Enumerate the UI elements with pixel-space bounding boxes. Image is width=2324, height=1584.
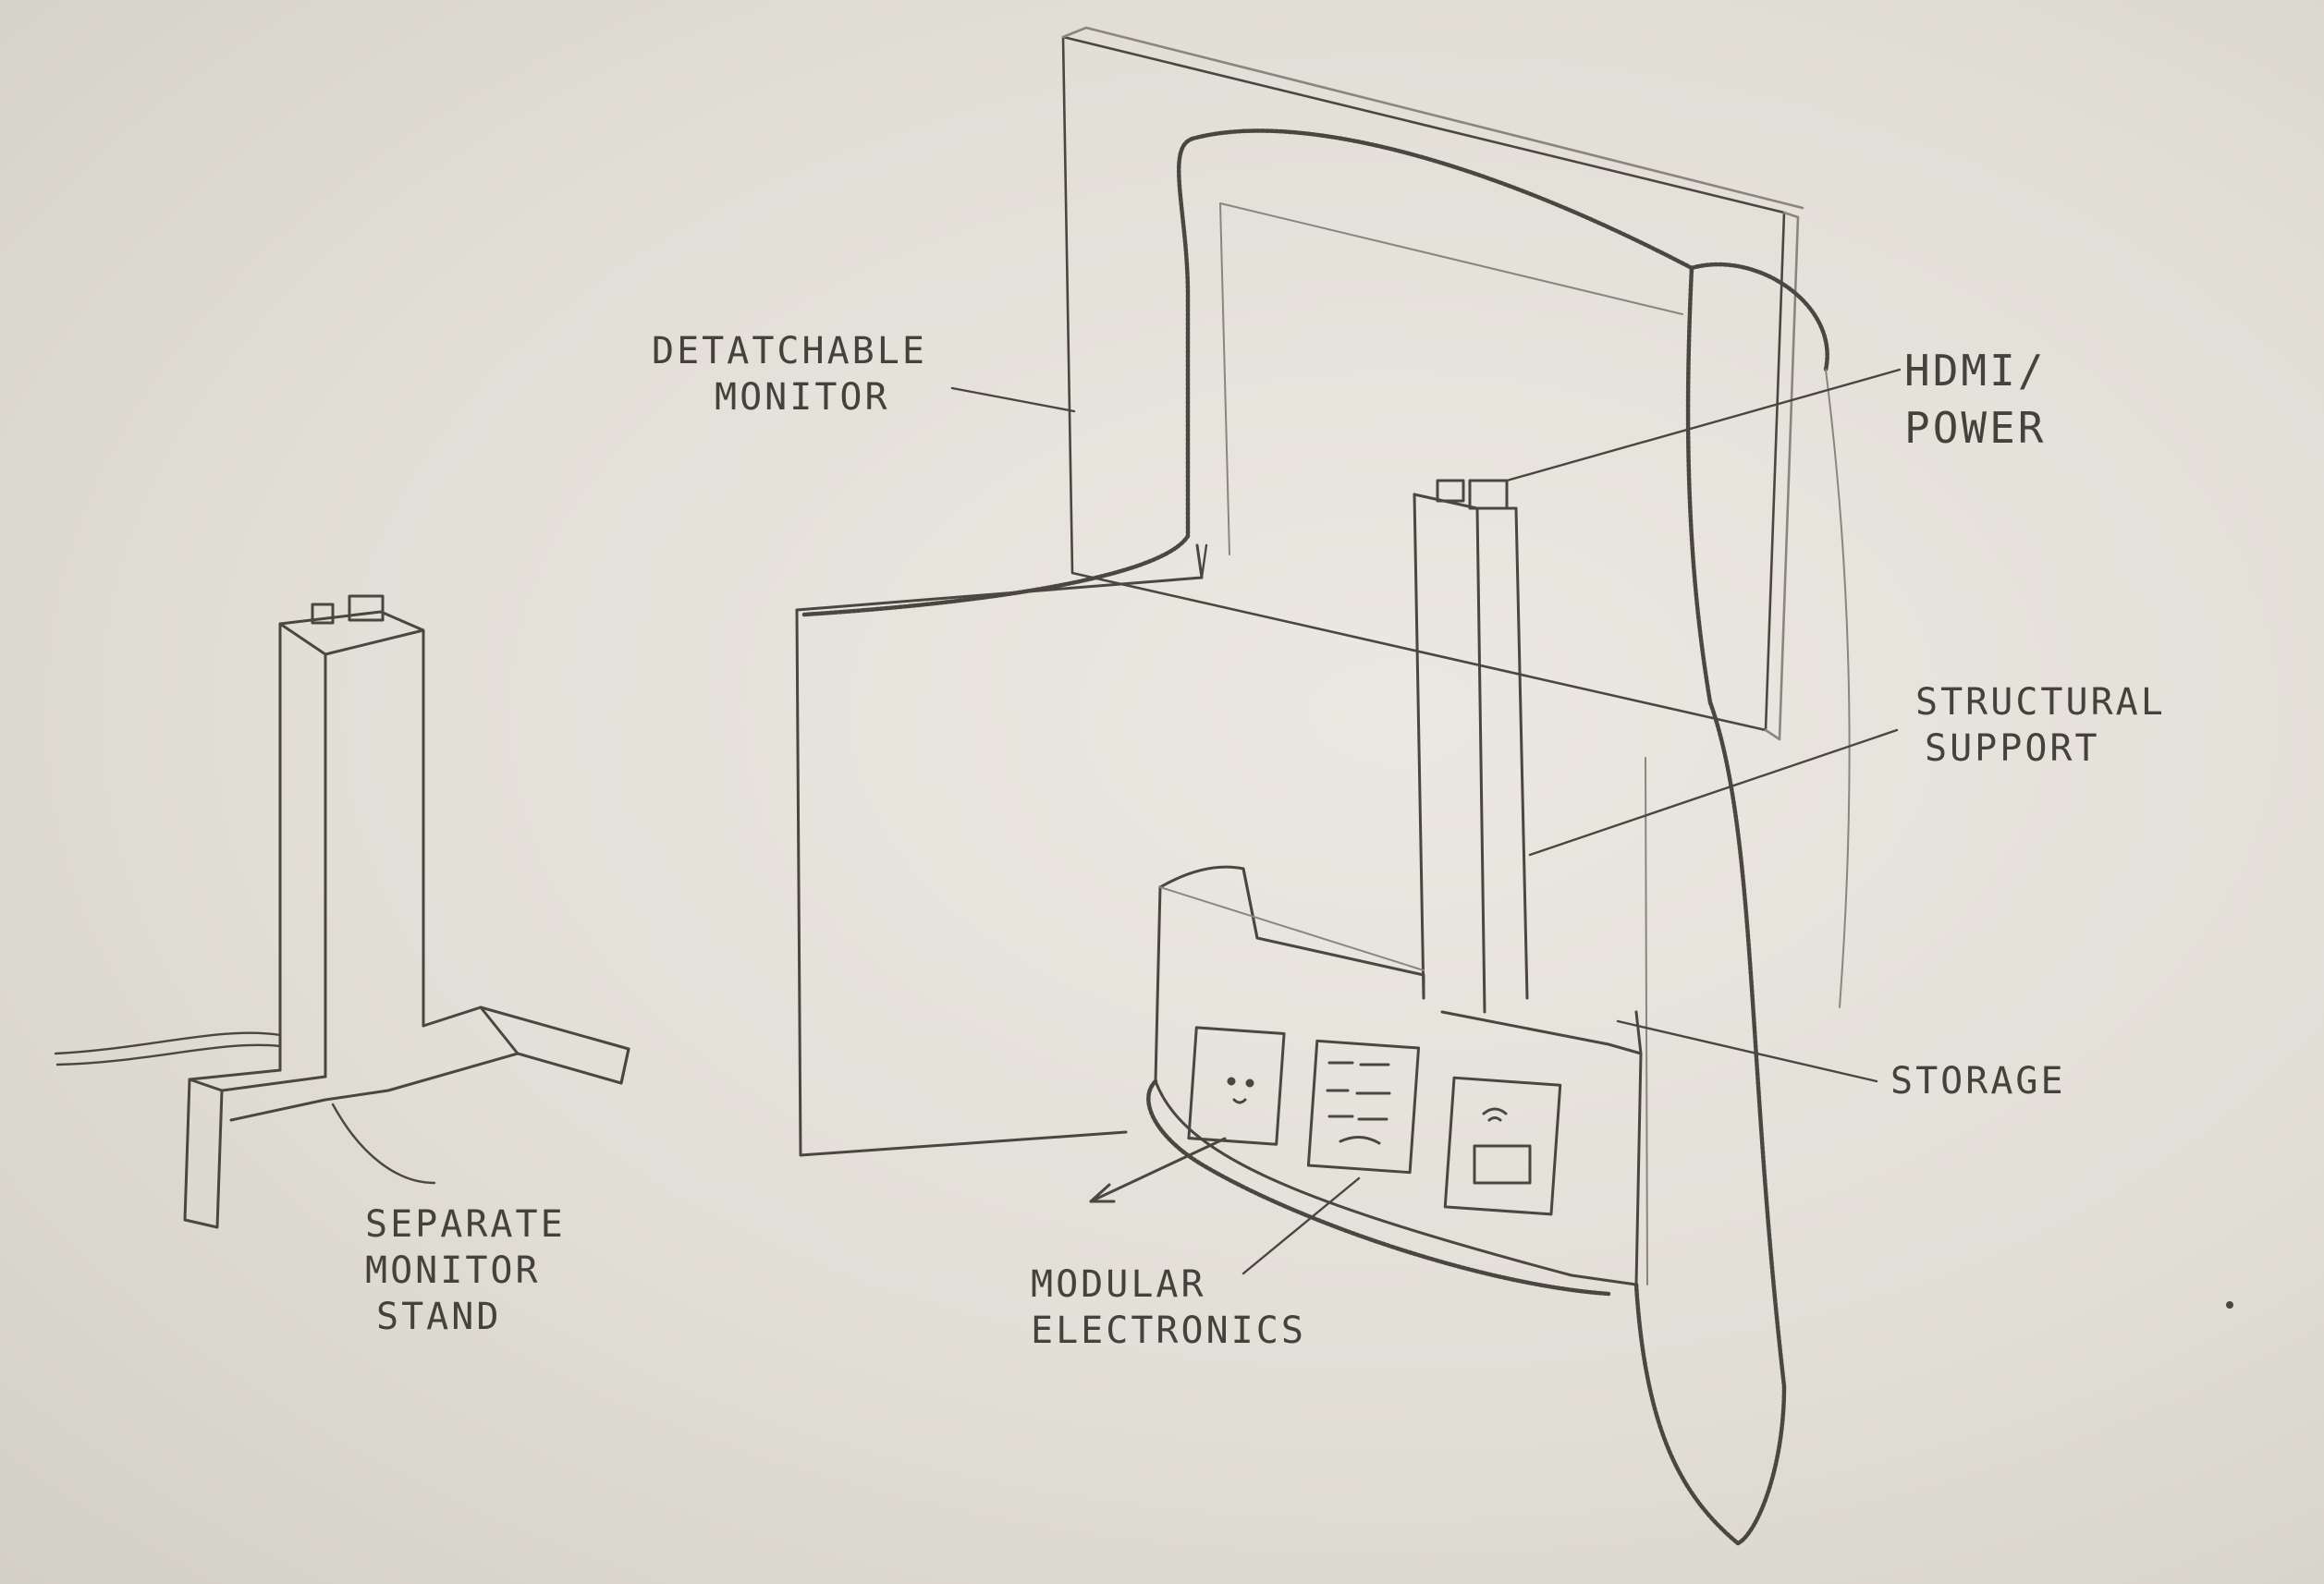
detachable-monitor-drawing (1061, 26, 1804, 741)
leader-detachable-monitor (950, 386, 1076, 413)
label-modular-electronics: MODULAR ELECTRONICS (1031, 1263, 1306, 1352)
leader-lines (331, 368, 1902, 1275)
label-hdmi-power: HDMI/ POWER (1904, 346, 2047, 453)
label-structural-support: STRUCTURAL SUPPORT (1915, 681, 2166, 770)
structural-support-drawing (1413, 479, 1529, 1014)
table-top-drawing (795, 543, 1648, 1285)
label-storage: STORAGE (1890, 1060, 2066, 1103)
separate-monitor-stand-drawing (54, 594, 630, 1229)
leader-modular-electronics (1242, 1176, 1361, 1275)
leader-structural-support (1528, 728, 1899, 857)
leader-storage (1616, 1019, 1878, 1083)
label-detachable-monitor: DETATCHABLE MONITOR (652, 330, 927, 419)
storage-box-drawing (1089, 865, 1643, 1286)
label-separate-monitor-stand: SEPARATE MONITOR STAND (365, 1203, 566, 1338)
leader-hdmi-power (1505, 368, 1902, 482)
fabric-cover-drawing (801, 128, 1829, 1546)
leader-separate-stand (331, 1103, 436, 1185)
